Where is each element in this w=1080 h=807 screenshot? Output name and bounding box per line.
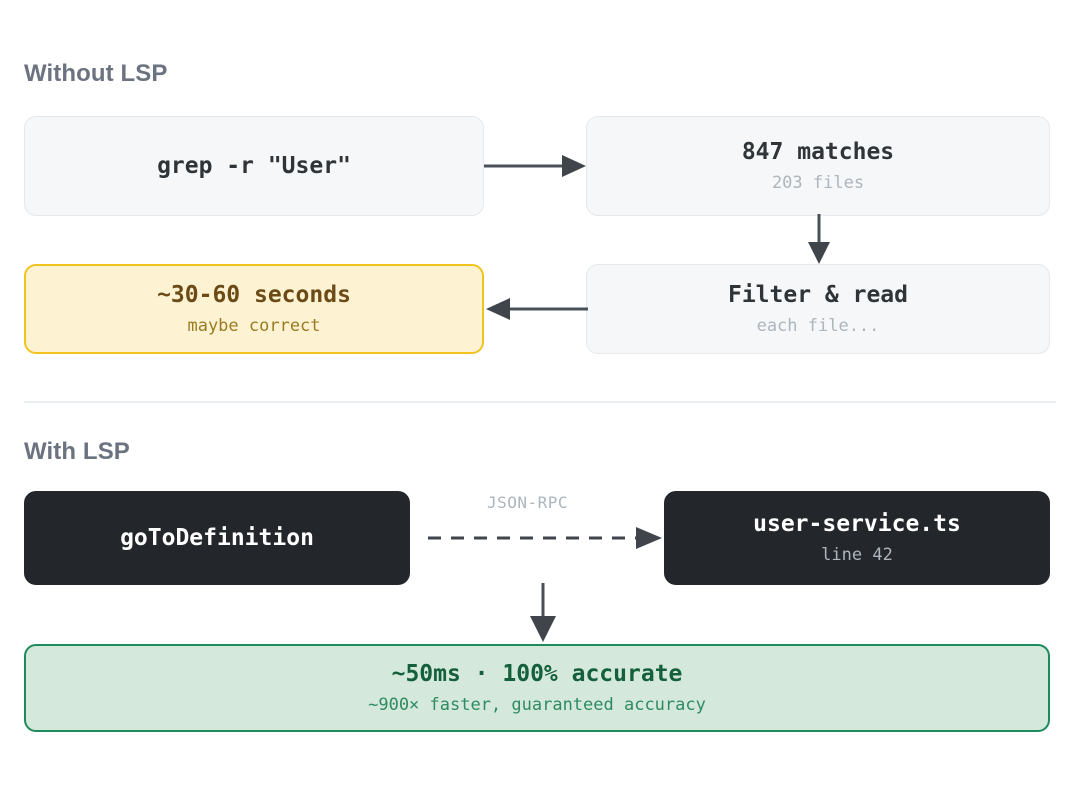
node-elapsed-seconds: ~30-60 seconds maybe correct xyxy=(24,264,484,354)
node-matches-secondary-label: 203 files xyxy=(771,172,865,193)
node-seconds-secondary-label: maybe correct xyxy=(187,315,321,336)
node-filter-primary-label: Filter & read xyxy=(727,282,908,309)
edge-label-json-rpc: JSON-RPC xyxy=(487,493,569,512)
node-user-service-file: user-service.ts line 42 xyxy=(664,491,1050,585)
node-filter-read: Filter & read each file... xyxy=(586,264,1050,354)
section-title-with-lsp: With LSP xyxy=(24,438,130,465)
arrow-down-to-result xyxy=(530,583,556,642)
node-filter-secondary-label: each file... xyxy=(756,315,880,336)
arrow-filter-to-seconds xyxy=(486,298,588,320)
arrow-gotodefinition-to-user-service xyxy=(428,527,662,549)
node-result-primary-label: ~50ms · 100% accurate xyxy=(391,661,683,688)
node-user-service-secondary-label: line 42 xyxy=(821,544,893,565)
section-title-without-lsp: Without LSP xyxy=(24,60,168,87)
arrow-grep-to-matches xyxy=(484,155,586,177)
node-seconds-primary-label: ~30-60 seconds xyxy=(157,282,351,309)
node-result-secondary-label: ~900× faster, guaranteed accuracy xyxy=(368,694,706,715)
node-gotodefinition-primary-label: goToDefinition xyxy=(120,524,314,551)
node-matches-primary-label: 847 matches xyxy=(741,139,895,166)
node-grep-primary-label: grep -r "User" xyxy=(157,152,351,179)
node-gotodefinition: goToDefinition xyxy=(24,491,410,585)
node-result-summary: ~50ms · 100% accurate ~900× faster, guar… xyxy=(24,644,1050,732)
node-user-service-primary-label: user-service.ts xyxy=(753,511,961,538)
node-grep-command: grep -r "User" xyxy=(24,116,484,216)
node-matches: 847 matches 203 files xyxy=(586,116,1050,216)
arrow-matches-to-filter xyxy=(808,214,830,264)
section-divider xyxy=(24,401,1056,403)
